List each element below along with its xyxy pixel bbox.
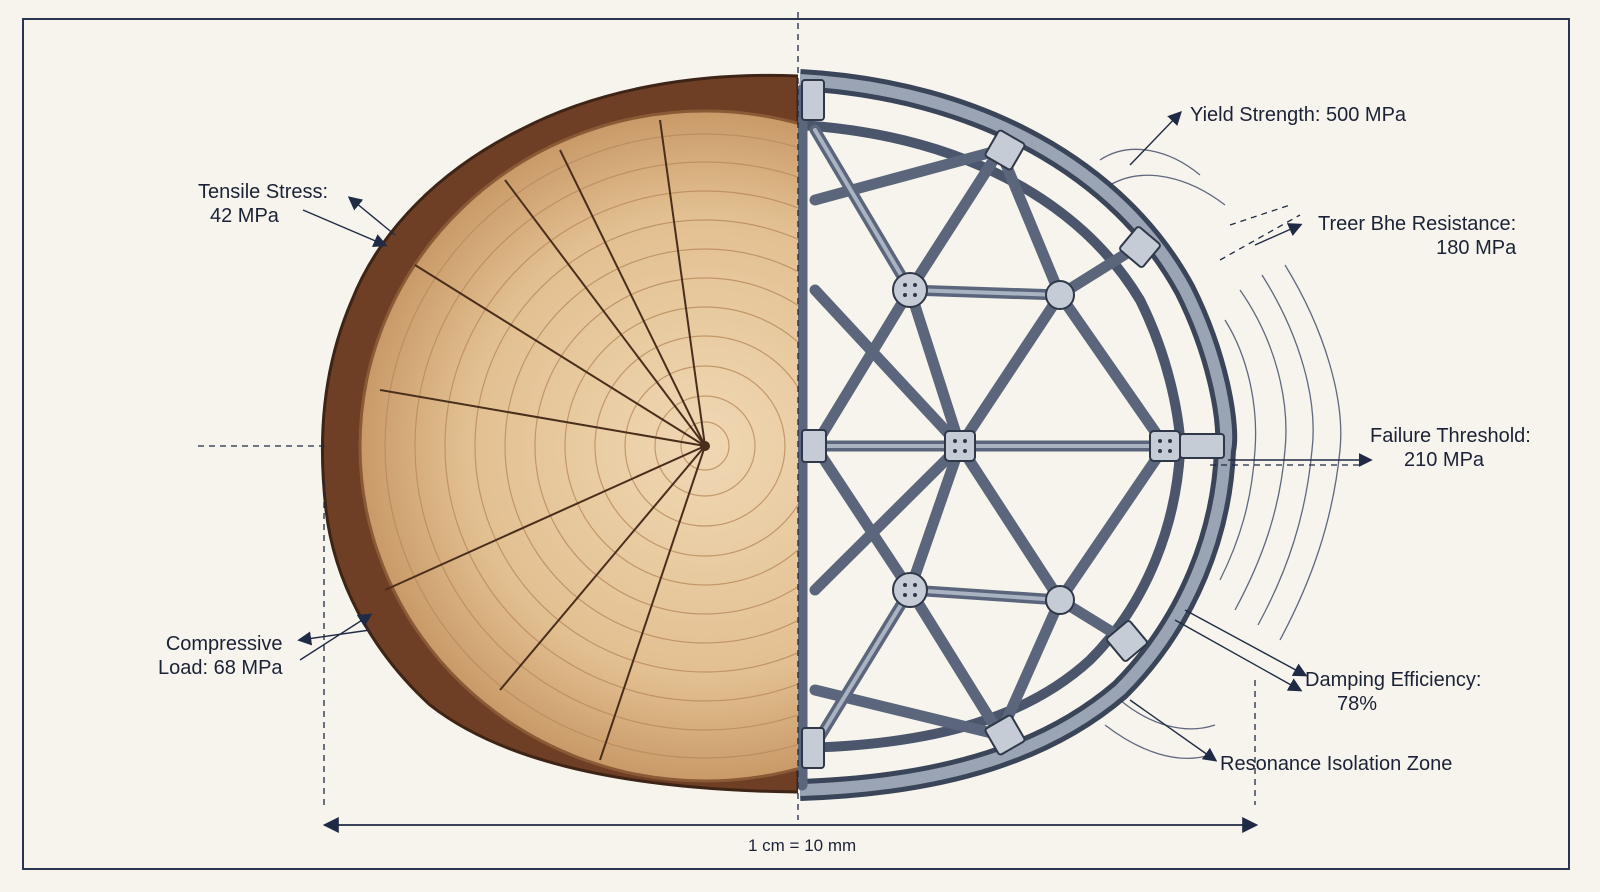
construction-lines: [198, 12, 1360, 820]
vibration-waves: [1099, 148, 1342, 759]
failure-line1: Failure Threshold:: [1370, 425, 1531, 447]
tensile-line1: Tensile Stress:: [198, 181, 329, 203]
leader-lines: [297, 110, 1373, 762]
resonance-line1: Resonance Isolation Zone: [1220, 753, 1453, 775]
failure-threshold-label: Failure Threshold: 210 MPa: [1370, 424, 1531, 472]
bolts: [903, 283, 1172, 597]
shear-line1: Treer Bhe Resistance:: [1318, 213, 1517, 235]
shear-line2: 180 MPa: [1436, 237, 1517, 259]
damping-line2: 78%: [1337, 693, 1378, 715]
wood-cross-section: [320, 73, 798, 794]
radial-cracks: [379, 119, 706, 761]
failure-line2: 210 MPa: [1404, 449, 1485, 471]
shear-resistance-label: Treer Bhe Resistance: 180 MPa: [1318, 212, 1516, 260]
tensile-stress-label: Tensile Stress: 42 MPa: [198, 180, 328, 228]
compressive-load-label: Compressive Load: 68 MPa: [158, 632, 283, 680]
yield-line1: Yield Strength: 500 MPa: [1190, 104, 1407, 126]
tensile-line2: 42 MPa: [210, 205, 279, 227]
gusset-plates: [801, 79, 1225, 769]
steel-truss: [798, 69, 1238, 801]
growth-rings: [384, 133, 798, 759]
compressive-line1: Compressive: [165, 633, 283, 655]
truss-members-highlight: [808, 128, 1202, 747]
scale-bar-text: 1 cm = 10 mm: [748, 836, 857, 855]
compressive-line2: Load: 68 MPa: [158, 657, 283, 679]
yield-strength-label: Yield Strength: 500 MPa: [1190, 103, 1406, 127]
damping-efficiency-label: Damping Efficiency: 78%: [1305, 668, 1481, 716]
damping-line1: Damping Efficiency:: [1305, 669, 1482, 691]
pith: [700, 441, 710, 451]
resonance-isolation-label: Resonance Isolation Zone: [1220, 752, 1452, 776]
